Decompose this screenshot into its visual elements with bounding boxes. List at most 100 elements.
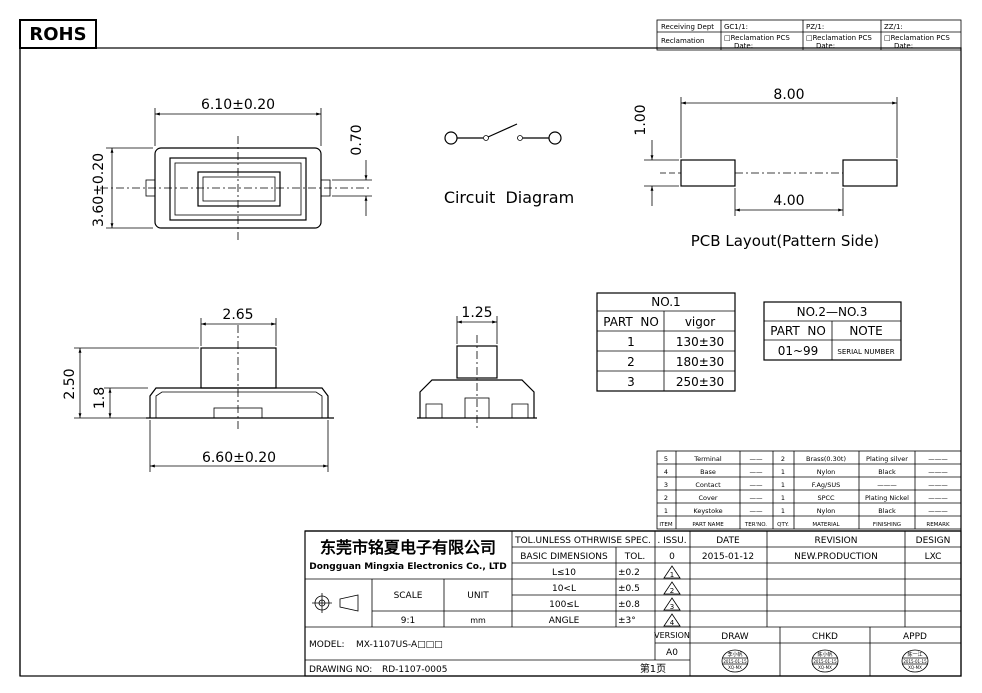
bom-cell: Plating Nickel bbox=[865, 494, 909, 502]
bom-cell: Cover bbox=[698, 494, 717, 502]
circuit-label: Circuit Diagram bbox=[444, 188, 574, 207]
svg-text:PART NO: PART NO bbox=[770, 324, 826, 338]
scale-value: 9:1 bbox=[401, 616, 415, 626]
svg-text:Date:: Date: bbox=[894, 42, 913, 50]
tol-header: TOL.UNLESS OTHRWISE SPEC. bbox=[514, 536, 651, 546]
offset-dim: 0.70 bbox=[349, 124, 365, 155]
tol-range: 10<L bbox=[552, 584, 576, 594]
bom-cell: 2 bbox=[781, 455, 785, 463]
actuator-width-dim: 2.65 bbox=[222, 307, 253, 323]
body-height-dim: 1.8 bbox=[92, 387, 108, 409]
bom-cell: 4 bbox=[664, 468, 668, 476]
appd-label: APPD bbox=[903, 632, 927, 642]
svg-text:2015-01-15: 2015-01-15 bbox=[813, 659, 837, 664]
svg-text:01~99: 01~99 bbox=[778, 344, 819, 358]
svg-text:XQ-MX: XQ-MX bbox=[818, 665, 832, 670]
bom-header-cell: QTY. bbox=[777, 522, 789, 528]
bom-cell: Brass(0.30t) bbox=[806, 455, 846, 463]
svg-text:陈一江: 陈一江 bbox=[907, 651, 922, 658]
model-label: MODEL: bbox=[309, 640, 345, 650]
bom-cell: 1 bbox=[781, 481, 785, 489]
pcb-caption: PCB Layout(Pattern Side) bbox=[691, 232, 879, 250]
bom-cell: —— bbox=[750, 455, 764, 463]
revision-label: REVISION bbox=[815, 536, 858, 546]
tol-range: ANGLE bbox=[549, 616, 580, 626]
svg-text:□Reclamation PCS: □Reclamation PCS bbox=[724, 34, 790, 42]
unit-value: mm bbox=[470, 616, 486, 625]
page-number: 第1页 bbox=[640, 662, 666, 675]
svg-text:PZ/1:: PZ/1: bbox=[806, 23, 824, 31]
version-label: VERSION bbox=[654, 631, 690, 640]
basic-dim-label: BASIC DIMENSIONS bbox=[520, 552, 608, 562]
svg-text:NOTE: NOTE bbox=[849, 324, 882, 338]
bom-cell: ——— bbox=[928, 468, 948, 476]
bom-cell: Nylon bbox=[817, 468, 836, 476]
svg-text:XQ-MX: XQ-MX bbox=[728, 665, 742, 670]
base-width-dim: 6.60±0.20 bbox=[202, 450, 276, 466]
drawing-no-value: RD-1107-0005 bbox=[382, 665, 448, 675]
bom-cell: 3 bbox=[664, 481, 668, 489]
bom-cell: —— bbox=[750, 494, 764, 502]
svg-text:PART NO: PART NO bbox=[603, 315, 659, 329]
sheet-frame bbox=[19, 47, 962, 677]
bom-header-cell: MATERIAL bbox=[812, 522, 840, 528]
svg-text:NO.2—NO.3: NO.2—NO.3 bbox=[797, 305, 868, 319]
end-actuator-dim: 1.25 bbox=[461, 305, 492, 321]
approval-stamp-draw: 李小帆 2015-01-15 XQ-MX bbox=[721, 649, 749, 673]
svg-text:Date:: Date: bbox=[734, 42, 753, 50]
rev-no: 0 bbox=[669, 552, 675, 562]
bom-cell: —— bbox=[750, 507, 764, 515]
no1-table: NO.1 PART NO vigor 1 130±30 2 180±30 3 2… bbox=[596, 292, 736, 392]
bom-header-cell: ITEM bbox=[659, 522, 672, 528]
designer: LXC bbox=[925, 552, 942, 562]
svg-text:3: 3 bbox=[627, 375, 635, 389]
approval-stamp-appd: 陈一江 2015-01-15 XQ-MX bbox=[901, 649, 929, 673]
bom-header-cell: TER'NO. bbox=[744, 522, 767, 528]
bom-cell: 1 bbox=[781, 507, 785, 515]
scale-label: SCALE bbox=[394, 591, 423, 601]
svg-text:ZZ/1:: ZZ/1: bbox=[884, 23, 903, 31]
svg-text:□Reclamation PCS: □Reclamation PCS bbox=[806, 34, 872, 42]
bom-table bbox=[656, 450, 962, 530]
svg-text:GC1/1:: GC1/1: bbox=[724, 23, 748, 31]
rohs-box bbox=[19, 19, 97, 49]
svg-text:180±30: 180±30 bbox=[676, 355, 724, 369]
company-en: Dongguan Mingxia Electronics Co., LTD bbox=[309, 562, 506, 572]
tol-value: ±3° bbox=[618, 616, 636, 626]
svg-text:XQ-MX: XQ-MX bbox=[908, 665, 922, 670]
projection-symbol-icon bbox=[312, 593, 359, 613]
approval-stamp-chkd: 陈小帆 2015-01-15 XQ-MX bbox=[811, 649, 839, 673]
bom-cell: Nylon bbox=[817, 507, 836, 515]
svg-text:Receiving Dept: Receiving Dept bbox=[661, 23, 714, 31]
date-label: DATE bbox=[716, 536, 740, 546]
rohs-label: ROHS bbox=[29, 24, 86, 45]
bom-cell: Plating silver bbox=[866, 455, 908, 463]
pcb-pad-dim: 1.00 bbox=[633, 104, 649, 135]
svg-text:SERIAL NUMBER: SERIAL NUMBER bbox=[837, 348, 894, 356]
tol-label: TOL. bbox=[624, 552, 645, 562]
bom-header-cell: PART NAME bbox=[692, 522, 724, 528]
draw-label: DRAW bbox=[721, 632, 748, 642]
unit-label: UNIT bbox=[467, 591, 489, 601]
bom-cell: Keystoke bbox=[693, 507, 722, 515]
bom-cell: Black bbox=[878, 507, 896, 515]
bom-cell: —— bbox=[750, 468, 764, 476]
rev-date: 2015-01-12 bbox=[702, 552, 754, 562]
bom-cell: Base bbox=[700, 468, 716, 476]
tol-value: ±0.5 bbox=[618, 584, 640, 594]
design-label: DESIGN bbox=[916, 536, 951, 546]
bom-cell: Black bbox=[878, 468, 896, 476]
pcb-layout: 8.00 1.00 4.00 PCB Layout(Pattern Side) bbox=[633, 87, 898, 250]
svg-text:Date:: Date: bbox=[816, 42, 835, 50]
pcb-width-dim: 8.00 bbox=[773, 87, 804, 103]
bom-cell: 1 bbox=[781, 494, 785, 502]
svg-text:1: 1 bbox=[627, 335, 635, 349]
svg-text:2015-01-15: 2015-01-15 bbox=[903, 659, 927, 664]
end-view: 1.25 bbox=[417, 305, 537, 430]
svg-text:NO.1: NO.1 bbox=[651, 295, 680, 309]
svg-text:2: 2 bbox=[670, 587, 674, 595]
bom-cell: F.Ag/SUS bbox=[812, 481, 841, 489]
bom-cell: 5 bbox=[664, 455, 668, 463]
